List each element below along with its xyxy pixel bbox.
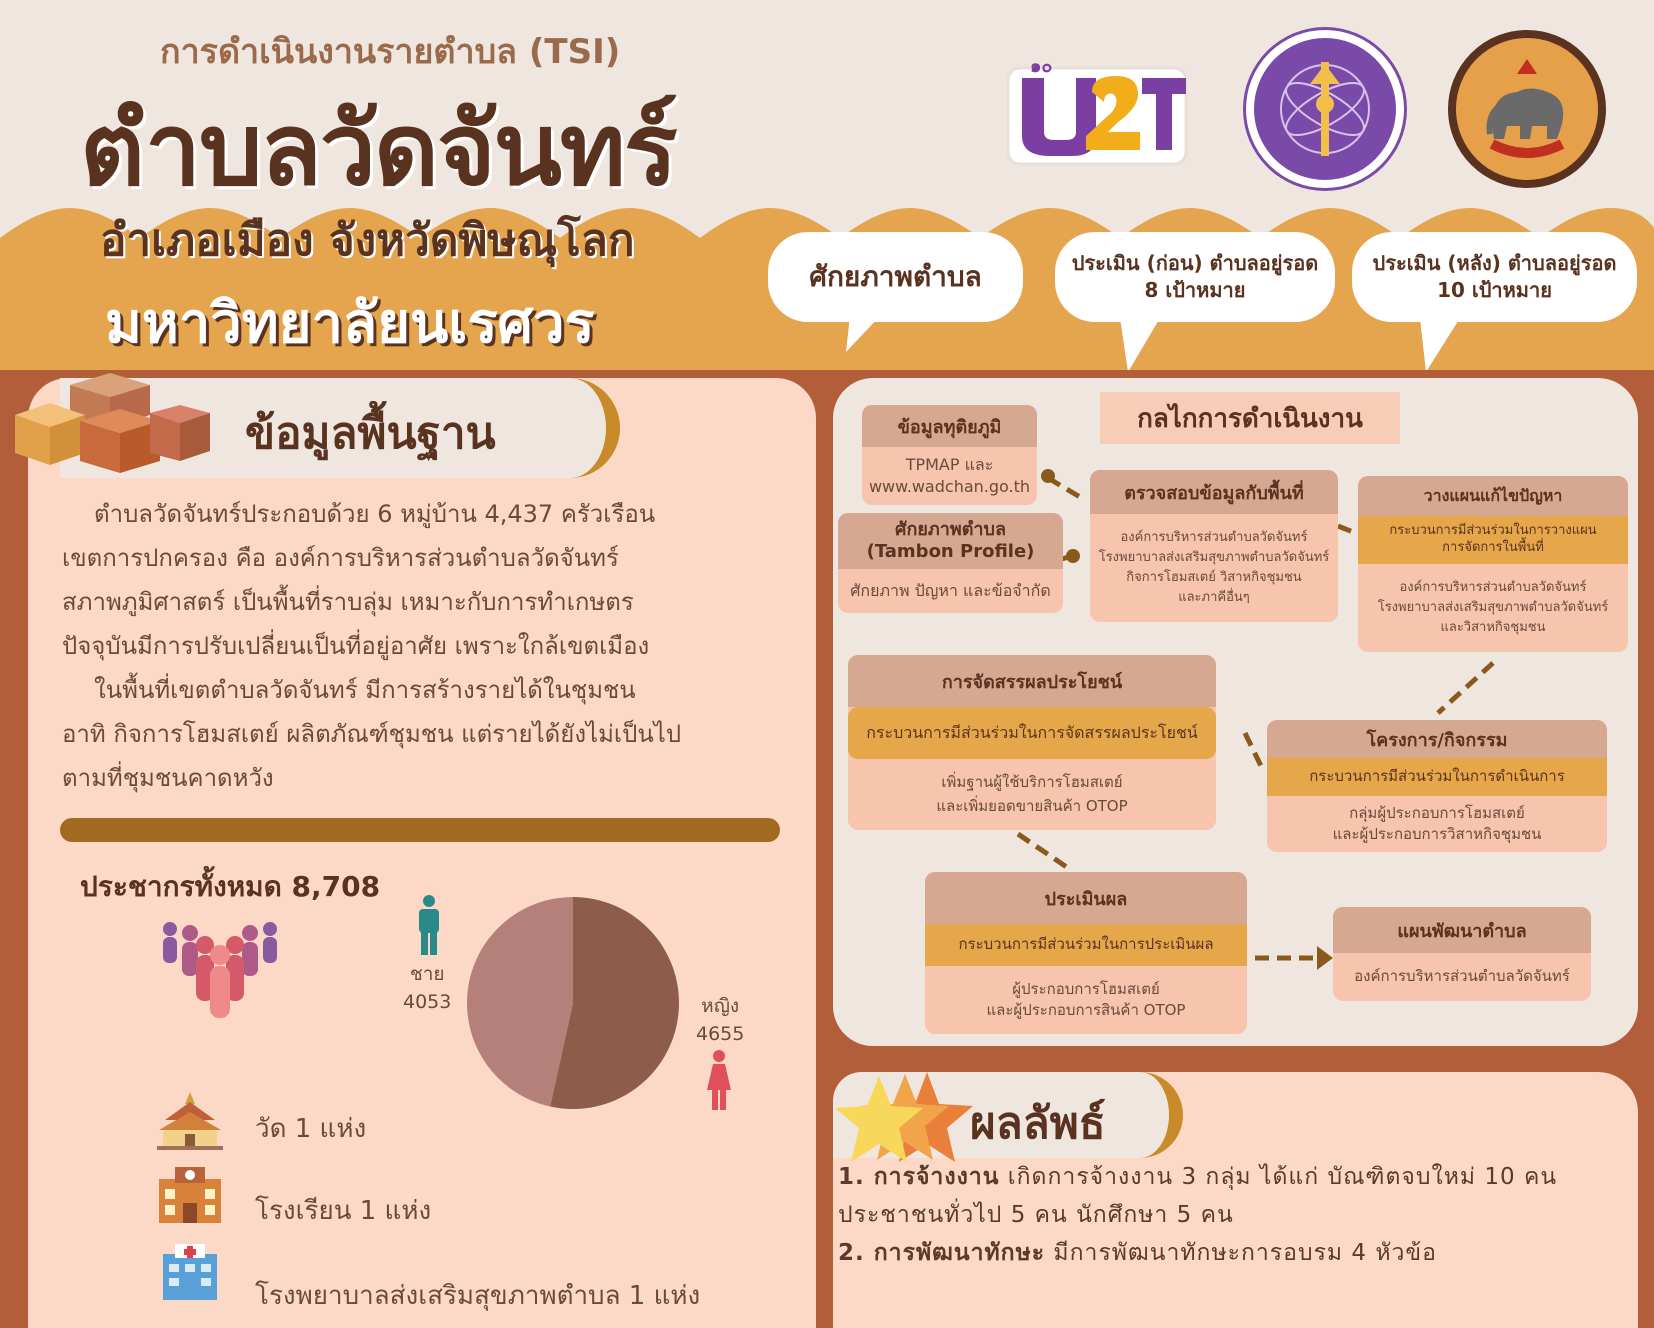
profile-body: ศักยภาพ ปัญหา และข้อจำกัด <box>850 580 1051 600</box>
u2t-logo: ๑๐ <box>1000 40 1200 170</box>
basic-line-6: อาทิ กิจการโฮมสเตย์ ผลิตภัณฑ์ชุมชน แต่รา… <box>62 720 682 748</box>
evaluate-y: กระบวนการมีส่วนร่วมในการประเมินผล <box>925 924 1247 966</box>
crowd-icon <box>163 922 277 1018</box>
male-label: ชาย <box>409 963 445 985</box>
plan-y2: การจัดการในพื้นที่ <box>1442 540 1544 555</box>
result-employment-text: เกิดการจ้างงาน 3 กลุ่ม ได้แก่ บัณฑิตจบให… <box>999 1164 1558 1190</box>
verify-b4: และภาคีอื่นๆ <box>1178 590 1250 606</box>
evaluate-b2: และผู้ประกอบการสินค้า OTOP <box>986 1001 1186 1019</box>
temple-icon <box>157 1092 223 1150</box>
card-evaluate: ประเมินผล กระบวนการมีส่วนร่วมในการประเมิ… <box>925 872 1247 1034</box>
header-district: อำเภอเมือง จังหวัดพิษณุโลก <box>100 215 635 266</box>
facility-temple: วัด 1 แห่ง <box>255 1114 367 1144</box>
verify-b2: โรงพยาบาลส่งเสริมสุขภาพตำบลวัดจันทร์ <box>1098 549 1330 565</box>
result-skills-title: 2. การพัฒนาทักษะ <box>838 1240 1046 1266</box>
benefit-b1: เพิ่มฐานผู้ใช้บริการโฮมสเตย์ <box>941 773 1123 792</box>
school-icon <box>159 1167 221 1223</box>
verify-b1: องค์การบริหารส่วนตำบลวัดจันทร์ <box>1120 529 1308 545</box>
basic-info-panel <box>28 378 816 1328</box>
secondary-body2: www.wadchan.go.th <box>868 477 1031 496</box>
male-legend: ชาย 4053 <box>403 960 451 1016</box>
female-legend: หญิง 4655 <box>696 992 744 1048</box>
plan-y1: กระบวนการมีส่วนร่วมในการวางแผน <box>1389 523 1597 539</box>
card-secondary-data: ข้อมูลทุติยภูมิ TPMAP และ www.wadchan.go… <box>862 405 1037 505</box>
benefit-b2: และเพิ่มยอดขายสินค้า OTOP <box>936 796 1128 815</box>
female-label: หญิง <box>701 995 740 1017</box>
plan-b2: โรงพยาบาลส่งเสริมสุขภาพตำบลวัดจันทร์ <box>1377 599 1609 615</box>
plan-b1: องค์การบริหารส่วนตำบลวัดจันทร์ <box>1399 579 1587 595</box>
stars-icon <box>835 1072 973 1162</box>
card-verify-data: ตรวจสอบข้อมูลกับพื้นที่ องค์การบริหารส่ว… <box>1090 470 1338 622</box>
bubble-after-line1: ประเมิน (หลัง) ตำบลอยู่รอด <box>1372 251 1617 275</box>
population-total: ประชากรทั้งหมด 8,708 <box>80 870 381 903</box>
basic-line-7: ตามที่ชุมชนคาดหวัง <box>62 764 274 792</box>
result-skills: 2. การพัฒนาทักษะ มีการพัฒนาทักษะการอบรม … <box>838 1234 1638 1272</box>
basic-line-3: สภาพภูมิศาสตร์ เป็นพื้นที่ราบลุ่ม เหมาะก… <box>62 588 634 616</box>
female-count: 4655 <box>696 1023 745 1045</box>
basic-line-2: เขตการปกครอง คือ องค์การบริหารส่วนตำบลวั… <box>62 544 619 572</box>
hospital-icon <box>163 1244 217 1300</box>
header-subtitle: การดำเนินงานรายตำบล (TSI) <box>160 32 621 72</box>
benefit-head: การจัดสรรผลประโยชน์ <box>848 655 1216 707</box>
result-skills-text: มีการพัฒนาทักษะการอบรม 4 หัวข้อ <box>1045 1240 1437 1266</box>
flow-connectors <box>1016 469 1495 970</box>
card-benefit: การจัดสรรผลประโยชน์ กระบวนการมีส่วนร่วมใ… <box>848 655 1216 830</box>
bubble-tambon-potential: ศักยภาพตำบล <box>768 232 1023 322</box>
profile-head2: (Tambon Profile) <box>866 541 1035 562</box>
results-heading: ผลลัพธ์ <box>970 1098 1106 1149</box>
devplan-body: องค์การบริหารส่วนตำบลวัดจันทร์ <box>1354 967 1570 986</box>
result-employment: 1. การจ้างงาน เกิดการจ้างงาน 3 กลุ่ม ได้… <box>838 1158 1638 1196</box>
header-university: มหาวิทยาลัยนเรศวร <box>105 291 595 356</box>
naresuan-university-seal-logo <box>1448 30 1606 188</box>
devplan-head: แผนพัฒนาตำบล <box>1333 907 1591 953</box>
population-pie-chart <box>467 897 680 1109</box>
bubble-before-line1: ประเมิน (ก่อน) ตำบลอยู่รอด <box>1071 251 1319 275</box>
evaluate-head: ประเมินผล <box>925 872 1247 924</box>
plan-head: วางแผนแก้ไขปัญหา <box>1358 476 1628 516</box>
mhesi-seal-logo <box>1246 30 1404 188</box>
verify-head: ตรวจสอบข้อมูลกับพื้นที่ <box>1090 470 1338 514</box>
secondary-body1: TPMAP และ <box>905 455 994 475</box>
mechanism-title: กลไกการดำเนินงาน <box>1100 392 1400 444</box>
project-b1: กลุ่มผู้ประกอบการโฮมสเตย์ <box>1349 804 1525 822</box>
male-icon <box>419 895 439 955</box>
evaluate-b1: ผู้ประกอบการโฮมสเตย์ <box>1012 980 1160 998</box>
bubble-assessment-after: ประเมิน (หลัง) ตำบลอยู่รอด 10 เป้าหมาย <box>1352 232 1637 322</box>
bubble-tails <box>846 316 1460 372</box>
plan-b3: และวิสาหกิจชุมชน <box>1440 620 1546 636</box>
project-y: กระบวนการมีส่วนร่วมในการดำเนินการ <box>1267 758 1607 796</box>
project-b2: และผู้ประกอบการวิสาหกิจชุมชน <box>1332 825 1542 843</box>
pie-slice-male <box>467 897 573 1107</box>
pie-slice-female <box>550 897 680 1109</box>
secondary-head: ข้อมูลทุติยภูมิ <box>862 405 1037 447</box>
basic-line-1: ตำบลวัดจันทร์ประกอบด้วย 6 หมู่บ้าน 4,437… <box>94 500 656 528</box>
basic-info-heading: ข้อมูลพื้นฐาน <box>245 408 496 459</box>
mechanism-title-text: กลไกการดำเนินงาน <box>1137 403 1363 434</box>
svg-text:๑๐: ๑๐ <box>1030 56 1052 77</box>
bubble-potential-text: ศักยภาพตำบล <box>809 260 982 294</box>
page-title: ตำบลวัดจันทร์ <box>80 91 678 208</box>
basic-line-5: ในพื้นที่เขตตำบลวัดจันทร์ มีการสร้างรายไ… <box>94 676 636 704</box>
profile-head1: ศักยภาพตำบล <box>895 519 1006 541</box>
verify-b3: กิจการโฮมสเตย์ วิสาหกิจชุมชน <box>1126 570 1302 585</box>
female-icon <box>707 1050 731 1110</box>
section-divider <box>60 818 780 842</box>
basic-info-paragraph: ตำบลวัดจันทร์ประกอบด้วย 6 หมู่บ้าน 4,437… <box>62 492 782 800</box>
facility-school: โรงเรียน 1 แห่ง <box>255 1196 432 1226</box>
boxes-icon <box>15 373 210 473</box>
bubble-before-line2: 8 เป้าหมาย <box>1144 278 1246 302</box>
project-head: โครงการ/กิจกรรม <box>1267 720 1607 758</box>
male-count: 4053 <box>403 991 452 1013</box>
basic-line-4: ปัจจุบันมีการปรับเปลี่ยนเป็นที่อยู่อาศัย… <box>62 632 650 660</box>
card-tambon-profile: ศักยภาพตำบล (Tambon Profile) ศักยภาพ ปัญ… <box>838 513 1063 613</box>
facility-hospital: โรงพยาบาลส่งเสริมสุขภาพตำบล 1 แห่ง <box>255 1281 701 1311</box>
benefit-y: กระบวนการมีส่วนร่วมในการจัดสรรผลประโยชน์ <box>848 707 1216 759</box>
card-plan: วางแผนแก้ไขปัญหา กระบวนการมีส่วนร่วมในกา… <box>1358 476 1628 652</box>
bubble-assessment-before: ประเมิน (ก่อน) ตำบลอยู่รอด 8 เป้าหมาย <box>1055 232 1335 322</box>
bubble-after-line2: 10 เป้าหมาย <box>1437 278 1552 302</box>
card-development-plan: แผนพัฒนาตำบล องค์การบริหารส่วนตำบลวัดจัน… <box>1333 907 1591 1001</box>
result-employment-cont: ประชาชนทั่วไป 5 คน นักศึกษา 5 คน <box>838 1202 1234 1228</box>
card-project: โครงการ/กิจกรรม กระบวนการมีส่วนร่วมในการ… <box>1267 720 1607 852</box>
result-employment-title: 1. การจ้างงาน <box>838 1164 1000 1190</box>
